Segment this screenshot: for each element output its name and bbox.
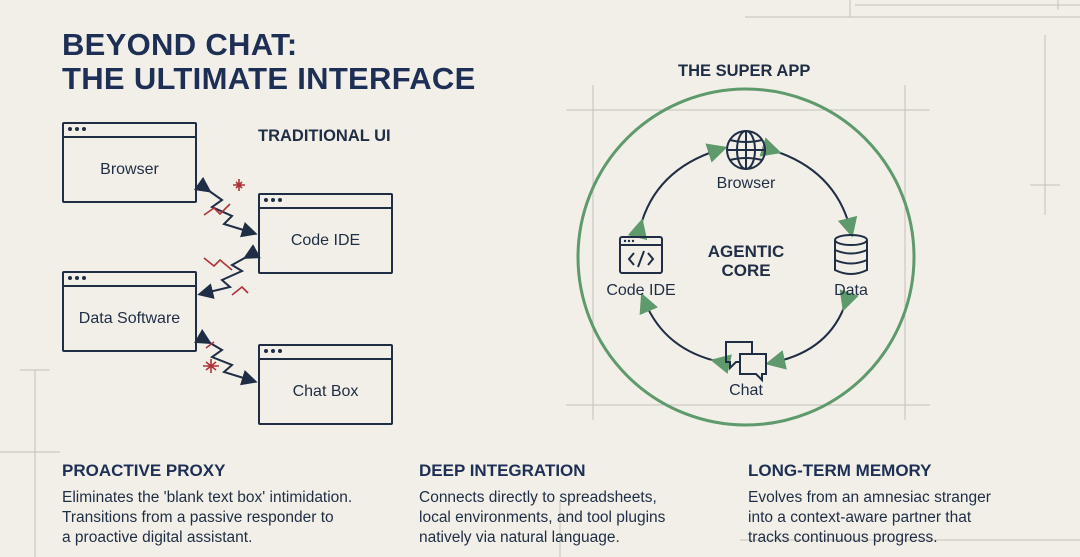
window-titlebar [64,124,195,138]
window-titlebar [260,346,391,360]
window-browser: Browser [62,122,197,203]
cycle-arrow-chat-codeide [639,292,732,374]
feature-line: tracks continuous progress. [748,529,938,546]
feature-long-term-memory: LONG-TERM MEMORY Evolves from an amnesia… [748,461,991,548]
node-label-chat: Chat [729,382,763,399]
node-label-code-ide: Code IDE [606,282,676,299]
core-line-1: AGENTIC [707,242,785,261]
feature-line: Transitions from a passive responder to [62,509,334,526]
window-label-code-ide: Code IDE [290,231,361,249]
database-icon [834,234,868,275]
window-label-browser: Browser [100,160,159,178]
feature-proactive-proxy: PROACTIVE PROXY Eliminates the 'blank te… [62,461,352,548]
code-window-icon [619,236,663,274]
feature-line: Connects directly to spreadsheets, [419,489,657,506]
cycle-arrow-codeide-browser [627,143,728,241]
chat-bubbles-icon [725,341,767,383]
window-data-software: Data Software [62,271,197,352]
friction-zigzag-2 [197,244,261,299]
agentic-core-label: AGENTIC CORE [691,242,801,280]
friction-zigzag-3 [194,329,258,386]
window-chat-box: Chat Box [258,344,393,425]
title-line-1: BEYOND CHAT: [62,27,298,62]
cycle-arrow-browser-data [759,137,858,238]
feature-line: into a context-aware partner that [748,509,972,526]
feature-title: DEEP INTEGRATION [419,461,586,480]
node-label-browser: Browser [716,175,776,192]
window-code-ide: Code IDE [258,193,393,274]
feature-line: a proactive digital assistant. [62,529,253,546]
core-line-2: CORE [721,261,771,280]
window-label-chat-box: Chat Box [292,382,359,400]
feature-line: Eliminates the 'blank text box' intimida… [62,489,353,506]
feature-description: Connects directly to spreadsheets, local… [419,488,665,548]
feature-title: PROACTIVE PROXY [62,461,226,480]
feature-deep-integration: DEEP INTEGRATION Connects directly to sp… [419,461,665,548]
feature-description: Evolves from an amnesiac stranger into a… [748,488,991,548]
title-line-2: THE ULTIMATE INTERFACE [62,61,476,96]
friction-zigzag-1 [193,176,258,238]
globe-icon [726,130,766,170]
window-titlebar [64,273,195,287]
cycle-arrow-data-chat [765,289,859,370]
super-app-heading: THE SUPER APP [678,62,811,80]
node-label-data: Data [834,282,868,299]
feature-line: Evolves from an amnesiac stranger [748,489,991,506]
window-titlebar [260,195,391,209]
traditional-ui-heading: TRADITIONAL UI [258,127,391,145]
feature-line: natively via natural language. [419,529,620,546]
feature-line: local environments, and tool plugins [419,509,666,526]
window-label-data-software: Data Software [78,309,181,327]
feature-description: Eliminates the 'blank text box' intimida… [62,488,352,548]
feature-title: LONG-TERM MEMORY [748,461,932,480]
super-app-ring [576,87,916,427]
page-title: BEYOND CHAT: THE ULTIMATE INTERFACE [62,28,476,96]
